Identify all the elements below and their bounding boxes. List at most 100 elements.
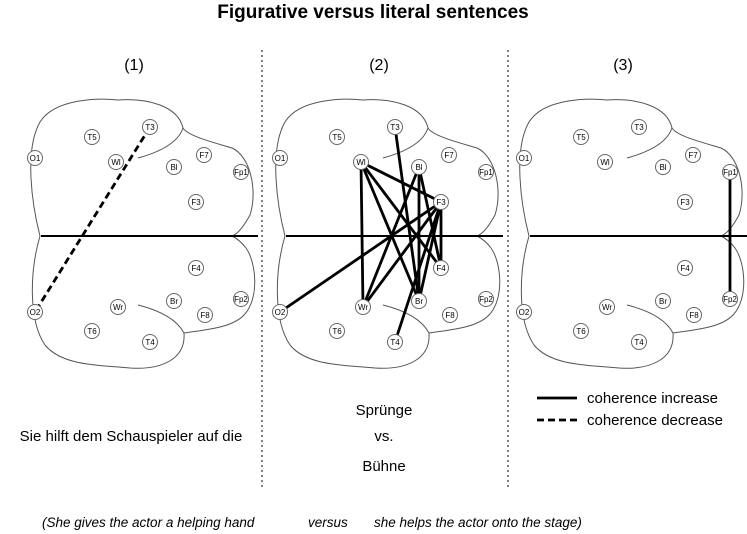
electrode-label: Fp1: [723, 168, 737, 177]
electrode-marker: [387, 334, 403, 350]
electrode-label: T3: [390, 123, 400, 132]
electrode-label: Fp2: [234, 295, 248, 304]
electrode-wl: Wl: [353, 154, 369, 170]
electrode-label: O2: [275, 308, 286, 317]
electrode-marker: [631, 119, 647, 135]
electrode-wr: Wr: [355, 299, 371, 315]
electrode-f3: F3: [677, 194, 693, 210]
coherence-connections: [279, 126, 443, 343]
electrode-wl: Wl: [597, 154, 613, 170]
electrode-f4: F4: [433, 260, 449, 276]
sentence-versus: vs.: [374, 428, 393, 445]
legend: coherence increase coherence decrease: [537, 390, 723, 429]
electrode-marker: [441, 147, 457, 163]
sentence-left: Sie hilft dem Schauspieler auf die: [20, 428, 243, 445]
electrode-label: Fp2: [723, 295, 737, 304]
electrode-marker: [685, 147, 701, 163]
electrode-t3: T3: [631, 119, 647, 135]
electrode-wr: Wr: [599, 299, 615, 315]
right-temporal-fold: [626, 304, 674, 334]
electrode-marker: [387, 119, 403, 135]
electrode-label: T3: [634, 123, 644, 132]
electrode-marker: [573, 129, 589, 145]
electrode-marker: [27, 304, 43, 320]
electrode-marker: [411, 159, 427, 175]
electrode-marker: [599, 299, 615, 315]
electrode-marker: [108, 154, 124, 170]
electrode-marker: [478, 291, 494, 307]
electrode-marker: [516, 304, 532, 320]
electrode-marker: [573, 323, 589, 339]
electrode-label: Br: [170, 297, 178, 306]
electrode-t6: T6: [329, 323, 345, 339]
electrode-wl: Wl: [108, 154, 124, 170]
electrode-label: T6: [332, 327, 342, 336]
left-temporal-fold: [137, 127, 184, 159]
electrode-label: T4: [390, 338, 400, 347]
electrode-label: O2: [519, 308, 530, 317]
electrode-marker: [516, 150, 532, 166]
electrode-marker: [142, 119, 158, 135]
brain-outline: [275, 98, 503, 369]
electrode-br: Br: [166, 293, 182, 309]
electrode-label: O1: [275, 154, 286, 163]
electrode-fp2: Fp2: [233, 291, 249, 307]
caption-part-2: she helps the actor onto the stage): [374, 515, 582, 530]
electrode-marker: [655, 293, 671, 309]
electrode-t5: T5: [84, 129, 100, 145]
electrode-label: F4: [680, 264, 690, 273]
electrode-fp2: Fp2: [722, 291, 738, 307]
electrode-marker: [353, 154, 369, 170]
electrode-o2: O2: [516, 304, 532, 320]
left-hemisphere-outline: [519, 98, 743, 237]
electrode-o1: O1: [516, 150, 532, 166]
electrode-marker: [722, 291, 738, 307]
electrode-label: F4: [436, 264, 446, 273]
electrode-marker: [233, 291, 249, 307]
electrode-f7: F7: [196, 147, 212, 163]
electrode-marker: [355, 299, 371, 315]
electrode-t4: T4: [142, 334, 158, 350]
electrode-label: F7: [688, 151, 698, 160]
electrode-label: F3: [680, 198, 690, 207]
electrode-wr: Wr: [110, 299, 126, 315]
connection-wl-wr: [359, 161, 365, 308]
right-temporal-fold: [137, 304, 185, 334]
right-hemisphere-outline: [276, 235, 501, 369]
electrode-label: T4: [145, 338, 155, 347]
connection-wl-br: [359, 161, 421, 302]
electrode-label: O1: [30, 154, 41, 163]
electrode-marker: [478, 164, 494, 180]
electrode-marker: [411, 293, 427, 309]
electrode-label: T5: [576, 133, 586, 142]
electrode-label: Wl: [111, 158, 121, 167]
electrode-marker: [677, 260, 693, 276]
electrode-label: Fp1: [479, 168, 493, 177]
caption-part-1: (She gives the actor a helping hand: [42, 515, 255, 530]
electrode-o1: O1: [272, 150, 288, 166]
electrode-marker: [197, 307, 213, 323]
electrode-marker: [722, 164, 738, 180]
left-temporal-fold: [382, 127, 429, 159]
electrode-label: T6: [87, 327, 97, 336]
electrode-br: Br: [411, 293, 427, 309]
electrode-f7: F7: [685, 147, 701, 163]
electrode-fp1: Fp1: [478, 164, 494, 180]
legend-increase-label: coherence increase: [587, 390, 718, 407]
electrode-marker: [655, 159, 671, 175]
electrode-label: Bl: [415, 163, 422, 172]
left-hemisphere-outline: [275, 98, 499, 237]
electrode-t5: T5: [573, 129, 589, 145]
electrode-br: Br: [655, 293, 671, 309]
electrode-label: Fp1: [234, 168, 248, 177]
panel-label: (1): [124, 57, 144, 74]
electrode-label: F3: [191, 198, 201, 207]
electrode-marker: [686, 307, 702, 323]
panel-label: (2): [369, 57, 389, 74]
